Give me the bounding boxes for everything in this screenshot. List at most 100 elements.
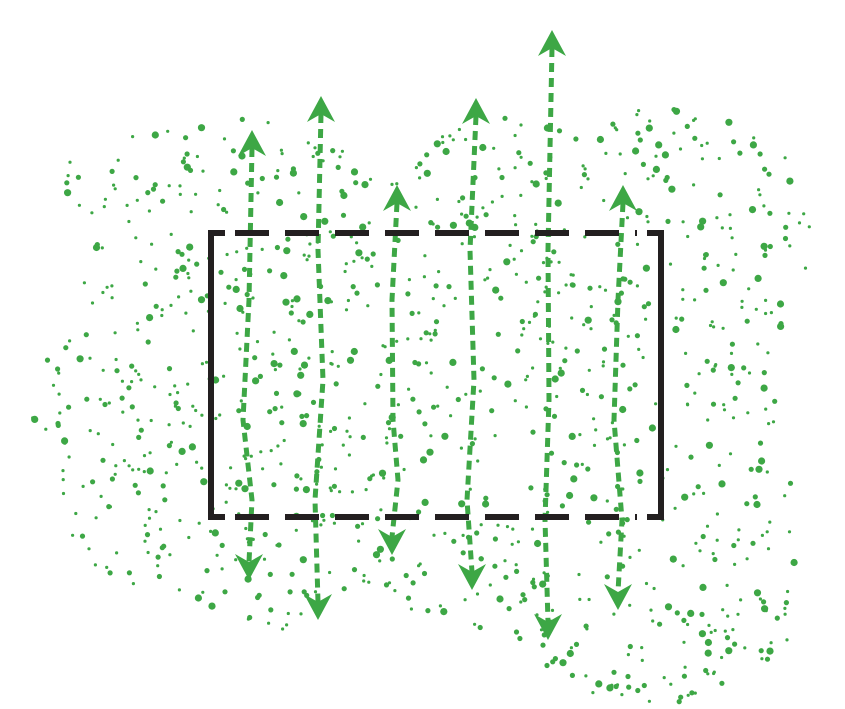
flow-arrow-a4 xyxy=(458,98,490,590)
particle-dot xyxy=(697,223,705,231)
particle-dot xyxy=(251,296,255,300)
particle-dot xyxy=(410,396,416,402)
particle-dot xyxy=(94,516,98,520)
particle-dot xyxy=(665,218,671,224)
particle-dot xyxy=(370,264,374,268)
particle-dot xyxy=(204,568,210,574)
particle-dot xyxy=(191,404,195,408)
particle-dot xyxy=(188,424,192,428)
particle-dot xyxy=(179,251,185,257)
particle-dot xyxy=(81,484,85,488)
particle-dot xyxy=(478,389,482,393)
particle-dot xyxy=(637,137,643,143)
particle-dot xyxy=(184,311,188,315)
particle-dot xyxy=(189,210,193,214)
particle-dot xyxy=(372,551,381,559)
particle-dot xyxy=(569,273,573,277)
particle-dot xyxy=(665,468,670,472)
particle-dot xyxy=(489,408,495,414)
particle-dot xyxy=(239,399,243,403)
particle-dot xyxy=(717,463,721,467)
particle-dot xyxy=(476,459,480,463)
particle-dot xyxy=(457,127,461,132)
particle-dot xyxy=(66,404,72,410)
particle-dot xyxy=(559,503,566,509)
particle-dot xyxy=(320,512,326,519)
particle-dot xyxy=(532,180,540,188)
particle-dot xyxy=(244,526,248,531)
particle-dot xyxy=(536,300,540,304)
particle-dot xyxy=(740,299,744,303)
particle-dot xyxy=(530,527,535,531)
particle-dot xyxy=(51,383,56,387)
particle-dot xyxy=(319,523,323,527)
particle-dot xyxy=(336,364,340,368)
particle-dot xyxy=(154,267,158,271)
particle-dot xyxy=(321,217,329,225)
particle-dot xyxy=(361,181,369,189)
particle-dot xyxy=(538,337,543,341)
particle-dot xyxy=(340,212,347,218)
particle-dot xyxy=(693,117,697,121)
particle-dot xyxy=(423,254,427,258)
particle-dot xyxy=(516,540,521,544)
arrowhead-down xyxy=(378,529,406,555)
particle-dot xyxy=(627,643,633,650)
particle-dot xyxy=(668,262,673,266)
particle-dot xyxy=(492,536,498,542)
particle-dot xyxy=(783,612,787,616)
particle-dot xyxy=(150,186,157,192)
particle-dot xyxy=(90,211,94,215)
particle-dot xyxy=(634,333,641,339)
particle-dot xyxy=(366,304,370,308)
particle-dot xyxy=(136,434,142,440)
particle-dot xyxy=(442,304,446,308)
particle-dot xyxy=(285,623,289,627)
particle-dot xyxy=(307,356,311,360)
particle-dot xyxy=(711,552,715,556)
particle-dot xyxy=(530,579,536,586)
particle-dot xyxy=(618,152,622,156)
particle-dot xyxy=(330,362,334,366)
particle-dot xyxy=(351,567,358,573)
particle-dot xyxy=(302,486,310,494)
particle-dot xyxy=(514,223,518,227)
particle-dot xyxy=(175,249,181,255)
particle-dot xyxy=(570,475,578,483)
particle-dot xyxy=(105,285,109,289)
particle-dot xyxy=(225,210,229,214)
particle-dot xyxy=(241,485,249,493)
arrow-shaft xyxy=(240,147,255,563)
particle-dot xyxy=(646,302,650,306)
particle-dot xyxy=(440,608,448,616)
particle-dot xyxy=(758,193,762,197)
particle-dot xyxy=(603,288,608,292)
particle-dot xyxy=(114,464,118,468)
particle-dot xyxy=(595,680,603,688)
particle-dot xyxy=(338,155,342,159)
particle-dot xyxy=(710,320,714,324)
arrowhead-up xyxy=(238,130,266,156)
particle-dot xyxy=(737,150,743,156)
particle-dot xyxy=(279,462,283,466)
particle-dot xyxy=(431,404,437,410)
particle-dot xyxy=(61,469,65,473)
particle-dot xyxy=(483,495,489,501)
particle-dot xyxy=(159,545,165,551)
particle-dot xyxy=(492,286,500,294)
particle-dot xyxy=(783,156,787,160)
particle-dot xyxy=(345,429,349,433)
particle-dot xyxy=(750,540,756,546)
particle-dot xyxy=(75,174,81,180)
particle-dot xyxy=(313,590,318,594)
arrow-shaft xyxy=(464,115,479,573)
particle-dot xyxy=(460,195,466,201)
particle-dot xyxy=(333,467,338,471)
particle-dot xyxy=(31,415,39,423)
particle-dot xyxy=(230,148,236,154)
particle-dot xyxy=(709,630,713,635)
particle-dot xyxy=(432,533,436,537)
particle-dot xyxy=(354,290,360,296)
particle-dot xyxy=(272,406,278,412)
particle-dot xyxy=(330,233,336,239)
